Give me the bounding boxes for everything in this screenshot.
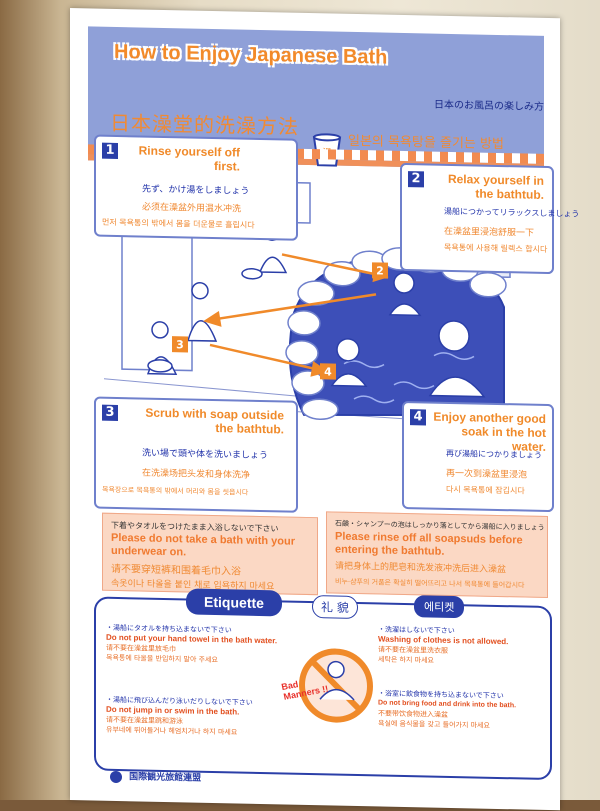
step-3-korean: 목욕장으로 목욕통의 밖에서 머리와 몸을 씻읍시다: [102, 485, 249, 497]
step-4-panel: 4 Enjoy another good soak in the hot wat…: [402, 400, 554, 513]
step-2-number: 2: [408, 171, 424, 188]
step-2-korean: 목욕통에 사용해 릴렉스 합시다: [444, 242, 548, 254]
warning-soapsuds: 石鹸・シャンプーの泡はしっかり落としてから湯船に入りましょう Please ri…: [326, 511, 548, 599]
step-1-chinese: 必须在澡盆外用温水冲洗: [142, 202, 242, 215]
step-1-korean: 먼저 목욕통의 밖에서 몸을 더운물로 흘립시다: [102, 217, 255, 230]
warning-soapsuds-korean: 비누·샴푸의 거품은 확실히 떨어뜨리고 나서 목욕통에 들어갑시다: [335, 577, 525, 590]
step-3-chinese: 在洗澡场把头发和身体洗净: [142, 468, 251, 481]
step-3-number: 3: [102, 404, 118, 422]
svg-text:4: 4: [324, 365, 332, 378]
organization-name: 国際観光旅館連盟: [129, 772, 202, 784]
warning-underwear-english: Please do not take a bath with your unde…: [111, 531, 295, 559]
rule-washing-korean: 세탁은 하지 마세요: [378, 655, 434, 665]
step-2-japanese: 湯船につかってリラックスしましょう: [444, 206, 580, 219]
step-4-japanese: 再び湯船につかりましょう: [446, 448, 542, 460]
step-4-korean: 다시 목욕통에 잠깁시다: [446, 484, 525, 496]
step-4-chinese: 再一次到澡盆里浸泡: [446, 468, 528, 481]
step-2-english: Relax yourself in the bathtub.: [447, 171, 544, 202]
organization-logo: 国際観光旅館連盟: [110, 769, 201, 784]
etiquette-rule-towel: ・湯船にタオルを持ち込まないで下さい Do not put your hand …: [106, 623, 277, 667]
warning-underwear-chinese: 请不要穿短裤和围着毛巾入浴: [111, 563, 241, 578]
step-3-english: Scrub with soap outside the bathtub.: [145, 405, 284, 437]
step-3-panel: 3 Scrub with soap outside the bathtub. 洗…: [94, 396, 298, 513]
bad-manners-prohibition-icon: [299, 648, 373, 723]
step-3-japanese: 洗い場で頭や体を洗いましょう: [142, 448, 269, 462]
etiquette-rule-swim: ・湯船に飛び込んだり泳いだりしないで下さい Do not jump in or …: [106, 695, 253, 738]
step-1-japanese: 先ず、かけ湯をしましょう: [142, 184, 250, 197]
poster-title-korean: 일본의 목욕탕을 즐기는 방법: [348, 133, 504, 153]
logo-mark-icon: [110, 770, 122, 783]
step-4-number: 4: [410, 409, 426, 426]
etiquette-panel: Etiquette 礼 貌 에티켓 ・湯船にタオルを持ち込まないで下さい Do …: [94, 588, 552, 781]
warning-soapsuds-chinese: 请把身体上的肥皂和洗发液冲洗后进入澡盆: [335, 561, 507, 576]
step-1-number: 1: [102, 142, 118, 160]
step-1-english: Rinse yourself off first.: [138, 143, 240, 174]
warning-soapsuds-english: Please rinse off all soapsuds before ent…: [335, 530, 523, 558]
rule-swim-korean: 유부네에 뛰어들거나 헤엄치거나 하지 마세요: [106, 725, 238, 737]
poster-title: How to Enjoy Japanese Bath: [114, 40, 388, 69]
poster-header: How to Enjoy Japanese Bath 日本のお風呂の楽しみ方 日…: [88, 26, 544, 170]
warning-underwear: 下着やタオルをつけたまま入浴しないで下さい Please do not take…: [102, 512, 318, 596]
poster-title-japanese: 日本のお風呂の楽しみ方: [434, 99, 544, 113]
step-2-panel: 2 Relax yourself in the bathtub. 湯船につかって…: [400, 162, 579, 275]
svg-text:2: 2: [376, 264, 384, 277]
etiquette-rule-washing: ・洗濯はしないで下さい Washing of clothes is not al…: [378, 624, 508, 667]
rule-food-korean: 욕실에 음식물을 갖고 들어가지 마세요: [378, 719, 490, 730]
etiquette-title-chinese: 礼 貌: [312, 595, 358, 620]
step-1-panel: 1 Rinse yourself off first. 先ず、かけ湯をしましょう…: [94, 134, 298, 241]
etiquette-title-korean: 에티켓: [414, 595, 465, 619]
etiquette-rule-food: ・浴室に飲食物を持ち込まないで下さい Do not bring food and…: [378, 688, 516, 731]
poster: How to Enjoy Japanese Bath 日本のお風呂の楽しみ方 日…: [70, 8, 579, 811]
etiquette-title: Etiquette: [186, 588, 282, 617]
step-2-chinese: 在澡盆里浸泡舒服一下: [444, 226, 535, 239]
svg-text:3: 3: [176, 338, 184, 351]
